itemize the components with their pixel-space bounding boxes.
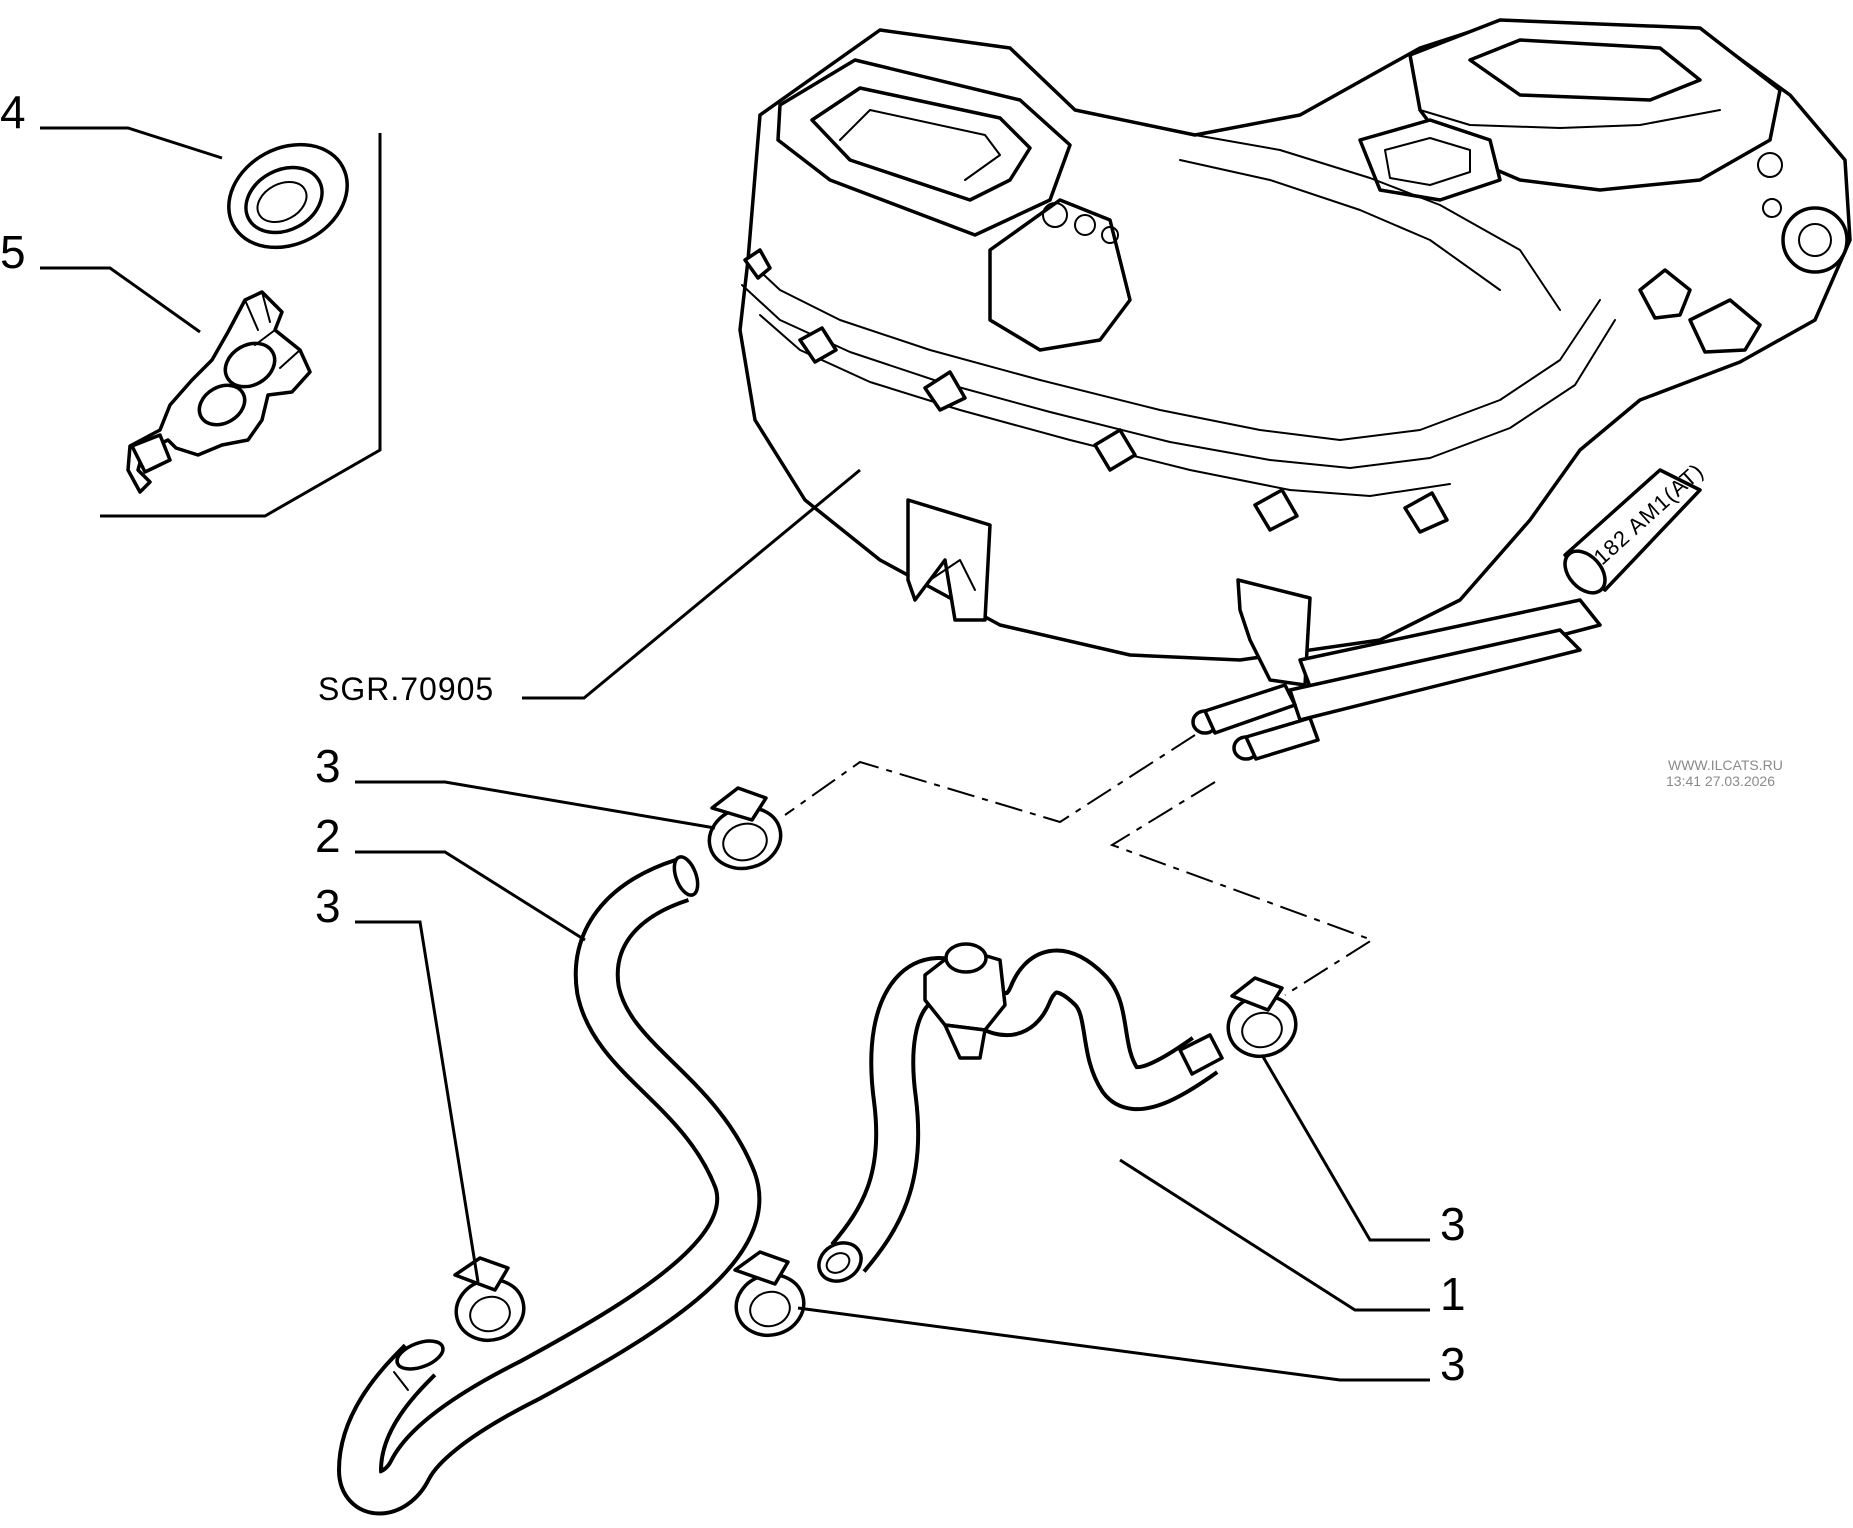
leader-reference xyxy=(522,468,861,700)
leader-5 xyxy=(40,266,201,334)
leader-3-upper xyxy=(355,780,716,830)
hose-clamp-right xyxy=(1226,976,1298,1059)
hose-clamp-centre-lower xyxy=(733,1250,806,1338)
hose-clamp-left-lower xyxy=(453,1256,526,1343)
watermark-timestamp: 13:41 27.03.2026 xyxy=(1666,773,1775,789)
callout-3-left: 3 xyxy=(315,880,341,932)
hose-2-part xyxy=(336,855,762,1516)
hose-bracket-clip-part xyxy=(126,290,312,494)
callout-4: 4 xyxy=(0,86,26,138)
hose-1-part xyxy=(817,942,1224,1283)
hose-clamp-upper xyxy=(707,786,783,871)
heater-stamp: 182 AM1(AT) xyxy=(1589,458,1709,570)
leader-4 xyxy=(40,126,223,160)
leader-3-lower xyxy=(797,1306,1430,1382)
callout-5: 5 xyxy=(0,226,26,278)
leader-3-right xyxy=(1260,1054,1430,1242)
leader-2 xyxy=(355,850,586,942)
leader-1 xyxy=(1119,1158,1430,1312)
callout-3-lower: 3 xyxy=(1440,1338,1466,1390)
watermark-site: WWW.ILCATS.RU xyxy=(1668,757,1783,773)
callout-3-upper: 3 xyxy=(315,740,341,792)
alignment-line-lower xyxy=(1109,781,1375,996)
callout-3-right: 3 xyxy=(1440,1198,1466,1250)
grommet-seal-part xyxy=(227,142,349,250)
reference-code: SGR.70905 xyxy=(318,671,494,707)
callout-2: 2 xyxy=(315,810,341,862)
heater-assembly-part: 182 AM1(AT) xyxy=(738,18,1852,761)
inset-frame xyxy=(100,133,382,518)
alignment-line-upper xyxy=(784,734,1196,824)
leader-3-left xyxy=(355,920,480,1283)
callout-1: 1 xyxy=(1440,1268,1466,1320)
